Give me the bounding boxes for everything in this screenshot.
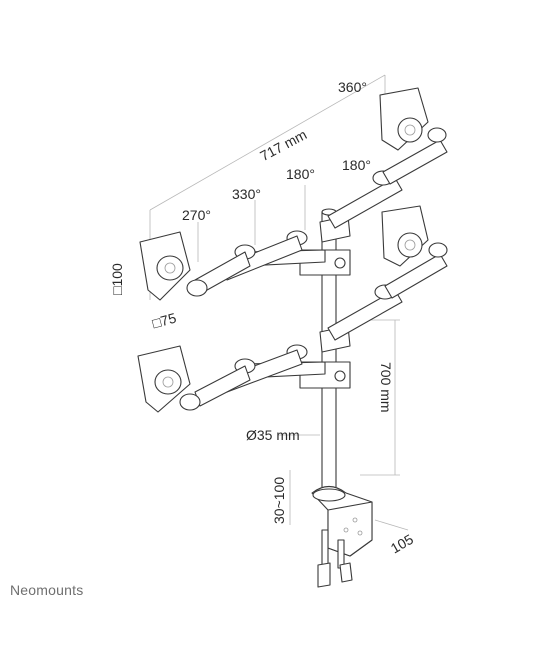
dimension-lines [149,74,409,531]
brand-logo-text: Neomounts [10,582,84,598]
clamp-depth-label: 105 [388,531,416,557]
swivel-270-label: 270° [182,207,211,223]
vesa-75-label: □75 [151,310,179,332]
pole-diameter-label: Ø35 mm [246,427,300,443]
desk-thickness-label: 30~100 [271,477,287,524]
arm-lower-left [137,344,326,413]
swivel-330-label: 330° [232,186,261,202]
swivel-180-right-label: 180° [342,157,371,173]
swivel-180-pole-label: 180° [286,166,315,182]
desk-clamp [311,485,373,588]
arm-mid-right [327,205,448,341]
pole-height-label: 700 mm [378,362,394,413]
arm-upper-left [139,230,326,301]
vesa-100-label: □100 [109,263,125,295]
arm-upper-right [327,87,448,229]
rotation-360-label: 360° [338,79,367,95]
arm-span-label: 717 mm [257,126,309,164]
